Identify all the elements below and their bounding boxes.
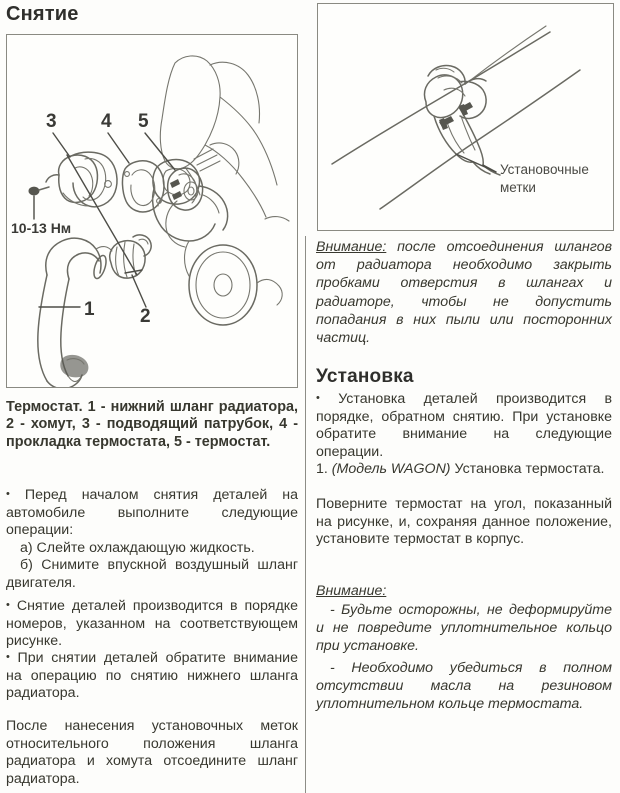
warning-heading: Внимание: (316, 239, 387, 255)
warning-plug-openings: Внимание: после отсоединения шлангов от … (316, 238, 612, 347)
paragraph-rotate-thermostat: Поверните термостат на угол, показанный … (316, 496, 612, 548)
paragraph-order-of-removal-text: Снятие деталей производится в порядке но… (6, 598, 298, 650)
paragraph-order-of-removal: • Снятие деталей производится в порядке … (6, 597, 298, 651)
step-number: 1. (316, 461, 328, 477)
paragraph-install-reverse-text: Установка деталей производится в порядке… (316, 391, 612, 460)
bullet-icon: • (6, 488, 10, 500)
paragraph-before-removal-text: Перед началом снятия деталей на автомоби… (6, 487, 298, 539)
figure-hose-clamp-marks: Установочные метки (317, 3, 614, 231)
page-title-removal: Снятие (6, 3, 79, 25)
bullet-icon: • (6, 651, 10, 663)
warning-install-heading-row: Внимание: (316, 583, 612, 601)
page-title-installation: Установка (316, 366, 414, 387)
warning-heading: Внимание: (316, 583, 387, 599)
bullet-icon: • (316, 392, 320, 404)
warning-no-oil: - Необходимо убедиться в полном отсутств… (316, 660, 612, 713)
paragraph-before-removal: • Перед началом снятия деталей на автомо… (6, 486, 298, 593)
figure-label-alignment-marks-line1: Установочные (500, 162, 589, 177)
paragraph-after-marks: После нанесения установочных меток относ… (6, 718, 298, 787)
paragraph-wagon-thermostat-text: Установка термостата. (454, 461, 605, 477)
figure-callout-4: 4 (101, 111, 112, 132)
paragraph-wagon-thermostat: 1. (Модель WAGON) Установка термостата. (316, 461, 612, 479)
figure-caption-parts-list: Термостат. 1 - нижний шланг радиатора, 2… (6, 399, 298, 450)
warning-seal-ring: - Будьте осторожны, не деформируйте и не… (316, 602, 612, 655)
model-note-wagon: (Модель WAGON) (331, 461, 451, 477)
column-divider (305, 236, 306, 793)
figure-callout-3: 3 (46, 111, 57, 132)
sub-item-drain-coolant: а) Слейте охлаждающую жидкость. (20, 539, 255, 556)
warning-plug-openings-text: после отсоединения шлангов от радиатора … (316, 239, 612, 347)
figure-callout-5: 5 (138, 111, 149, 132)
paragraph-lower-hose-attention-text: При снятии деталей обратите внимание на … (6, 650, 298, 702)
paragraph-install-reverse: • Установка деталей производится в поряд… (316, 390, 612, 461)
figure-callout-2: 2 (140, 306, 151, 327)
figure-torque-label: 10-13 Нм (11, 220, 71, 236)
sub-item-remove-air-hose: б) Снимите впускной воздушный шланг двиг… (6, 557, 298, 591)
figure-thermostat-exploded: 3 4 5 10-13 Нм 1 2 (6, 34, 298, 388)
figure-label-alignment-marks-line2: метки (500, 180, 536, 195)
figure-callout-1: 1 (84, 299, 95, 320)
paragraph-lower-hose-attention: • При снятии деталей обратите внимание н… (6, 649, 298, 703)
bullet-icon: • (6, 599, 10, 611)
